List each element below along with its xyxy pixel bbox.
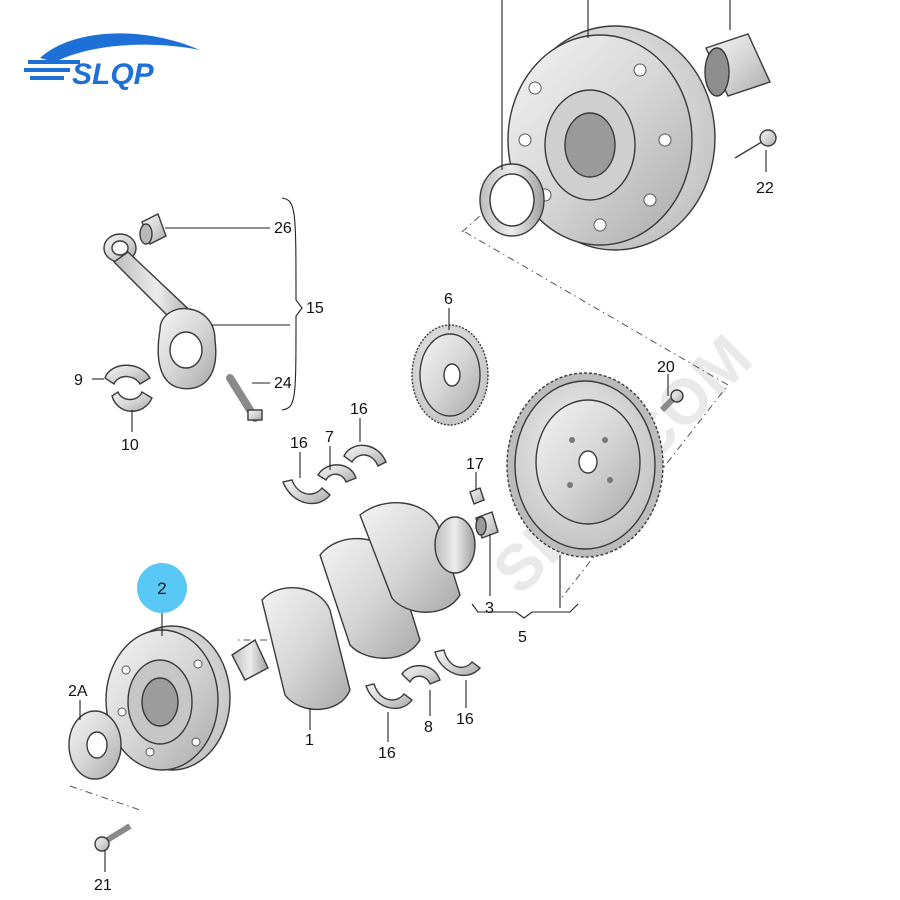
rod-bearing-shells bbox=[104, 364, 153, 412]
crankshaft bbox=[231, 502, 476, 711]
callout-16-top-left: 16 bbox=[290, 435, 308, 452]
vibration-damper-pulley bbox=[105, 625, 231, 771]
connecting-rod bbox=[103, 233, 217, 390]
sensor-drive-plate bbox=[411, 324, 489, 426]
callout-24: 24 bbox=[274, 375, 292, 392]
callout-16-bottom-right: 16 bbox=[456, 711, 474, 728]
brand-logo: SLQP bbox=[24, 33, 200, 91]
callout-leaders bbox=[79, 0, 767, 872]
highlight-badge-circle bbox=[137, 563, 187, 613]
callout-15: 15 bbox=[306, 300, 324, 317]
callout-2a: 2A bbox=[68, 683, 88, 700]
callout-22: 22 bbox=[756, 180, 774, 197]
callout-3: 3 bbox=[485, 600, 494, 617]
callout-16-top-right: 16 bbox=[350, 401, 368, 418]
highlight-badge: 2 bbox=[137, 563, 187, 613]
callout-20: 20 bbox=[657, 359, 675, 376]
callout-26: 26 bbox=[274, 220, 292, 237]
callout-6: 6 bbox=[444, 291, 453, 308]
needle-bearing bbox=[704, 33, 771, 97]
callout-10: 10 bbox=[121, 437, 139, 454]
rod-bolt bbox=[226, 374, 263, 422]
brand-logo-text: SLQP bbox=[72, 58, 155, 91]
callout-8: 8 bbox=[424, 719, 433, 736]
bolt-20 bbox=[659, 389, 684, 413]
callout-9: 9 bbox=[74, 372, 83, 389]
oil-seal-ring bbox=[479, 163, 545, 237]
callout-5: 5 bbox=[518, 629, 527, 646]
dowel-pin bbox=[469, 487, 485, 505]
callout-labels: 26 15 24 9 10 22 6 20 16 7 16 17 3 5 2A … bbox=[68, 180, 774, 894]
callout-21: 21 bbox=[94, 877, 112, 894]
callout-7: 7 bbox=[325, 429, 334, 446]
callout-17: 17 bbox=[466, 456, 484, 473]
callout-1: 1 bbox=[305, 732, 314, 749]
upper-flywheel-plate bbox=[507, 25, 716, 251]
pilot-bushing bbox=[475, 511, 499, 539]
flywheel-ring-gear bbox=[506, 372, 664, 558]
callout-16-bottom-left: 16 bbox=[378, 745, 396, 762]
bolt-22 bbox=[734, 129, 777, 159]
small-end-bushing bbox=[139, 213, 167, 245]
spacer-washer bbox=[68, 710, 122, 780]
bolt-21 bbox=[94, 823, 132, 852]
main-bearing-shells bbox=[282, 444, 482, 710]
highlight-badge-label: 2 bbox=[157, 579, 166, 598]
